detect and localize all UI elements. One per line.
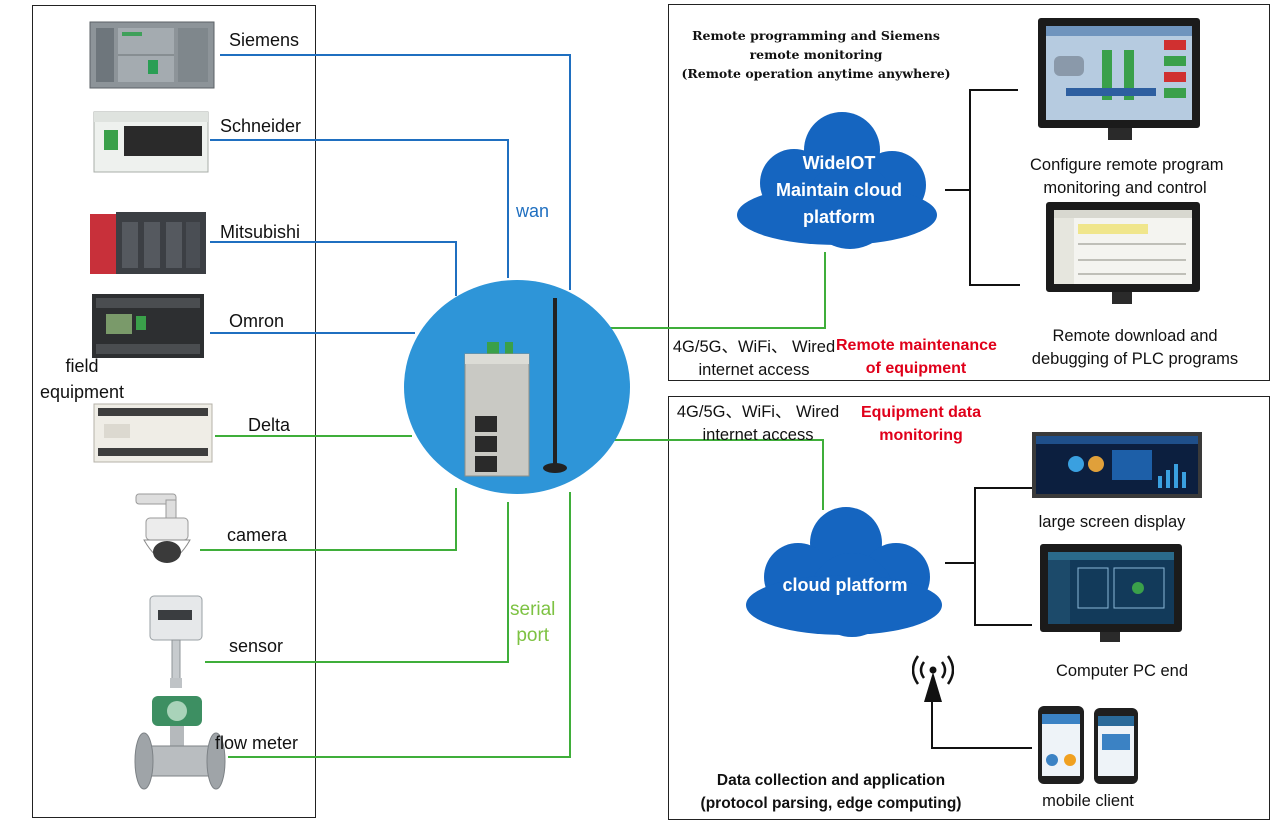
schneider-wan-line [210, 139, 509, 278]
flow-meter-icon [134, 696, 226, 790]
scada-monitor [1038, 18, 1200, 128]
dashboard-display-icon [1036, 436, 1198, 488]
cloud-branch-lines [931, 89, 1032, 749]
wireless-antenna-icon [912, 655, 954, 702]
pc-caption: Computer PC end [1055, 662, 1189, 680]
top-access-text: 4G/5G、WiFi、 Wired internet access [672, 338, 836, 379]
large-screen-caption: large screen display [1038, 513, 1186, 531]
top-panel-header: Remote programming and Siemens remote mo… [681, 28, 951, 81]
bottom-access-text: 4G/5G、WiFi、 Wired internet access [676, 403, 840, 444]
dome-camera-icon [135, 493, 191, 563]
flowmeter-serial-line [228, 492, 571, 758]
remote-maintenance-panel [668, 4, 1270, 381]
sensor-icon [149, 595, 203, 688]
device-label: Delta [248, 415, 291, 435]
device-label: camera [227, 525, 288, 545]
mitsubishi-plc-icon [90, 212, 206, 274]
siemens-plc-icon [89, 21, 215, 89]
device-label: Mitsubishi [220, 222, 301, 242]
device-label: flow meter [215, 733, 299, 753]
scada-display-icon [1046, 26, 1192, 100]
monitor1-caption: Configure remote program monitoring and … [1030, 156, 1224, 197]
schneider-plc-icon [93, 111, 209, 173]
device-label: sensor [229, 636, 284, 656]
device-label: Schneider [220, 116, 302, 136]
top-function-text: Remote maintenance of equipment [836, 337, 997, 377]
data-monitoring-panel [668, 396, 1270, 820]
mitsubishi-wan-line [210, 241, 457, 296]
mobile-phones-icon [1038, 706, 1138, 784]
monitor-stand [1108, 128, 1132, 140]
hub-to-bottom-cloud-line [610, 439, 824, 510]
device-label: Siemens [229, 30, 300, 50]
camera-serial-line [200, 488, 457, 551]
monitor2-caption: Remote download and debugging of PLC pro… [1031, 327, 1239, 368]
omron-plc-icon [92, 294, 204, 358]
ladder-software-icon [1054, 210, 1192, 284]
plc-programming-monitor [1046, 202, 1200, 292]
sensor-serial-line [205, 502, 509, 663]
delta-plc-icon [93, 403, 213, 463]
mobile-caption: mobile client [1042, 792, 1134, 810]
bottom-cloud-shape [746, 507, 942, 637]
wan-lines [210, 54, 571, 334]
device-label: Omron [229, 311, 285, 331]
pc-monitor [1040, 544, 1182, 632]
bottom-cloud-label: cloud platform [782, 575, 908, 595]
large-screen-display [1032, 432, 1202, 498]
monitor-stand [1112, 292, 1132, 304]
top-cloud-shape [737, 112, 937, 249]
pc-scada-display-icon [1048, 552, 1174, 624]
serial-lines [200, 252, 826, 758]
monitor-stand [1100, 632, 1120, 642]
siemens-wan-line [220, 54, 571, 290]
gateway-router-icon [464, 298, 567, 477]
wan-label: wan [516, 201, 550, 221]
top-cloud-label: WideIOT Maintain cloud platform [776, 153, 902, 227]
panel-title: field equipment [40, 356, 125, 402]
bottom-function-text: Equipment data monitoring [860, 404, 981, 444]
hub-to-top-cloud-line [610, 252, 826, 329]
field-equipment-panel [32, 5, 316, 818]
bottom-panel-footer: Data collection and application (protoco… [700, 772, 962, 812]
serial-port-label: serial port [510, 599, 556, 646]
